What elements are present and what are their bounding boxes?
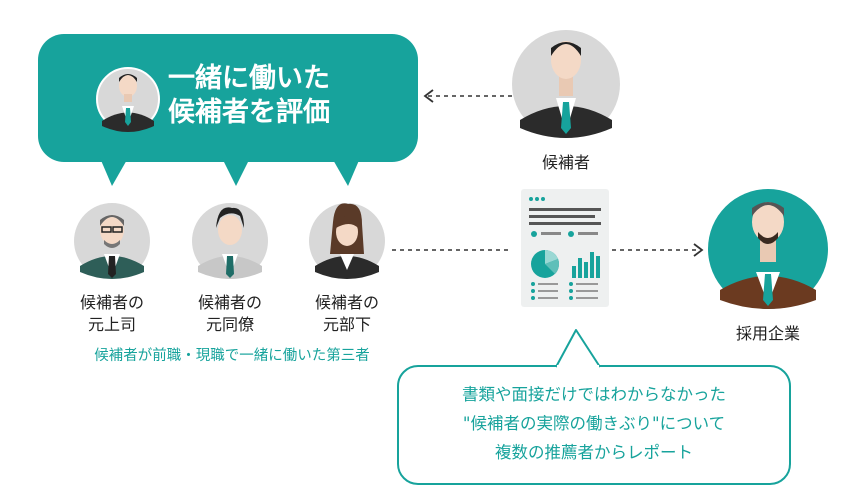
company-avatar — [708, 189, 828, 309]
evaluator-label-line: 元同僚 — [205, 315, 254, 334]
evaluator-label-line: 候補者の — [79, 293, 144, 312]
note-line1: 書類や面接だけではわからなかった — [462, 385, 726, 404]
evaluator-label-line: 候補者の — [314, 293, 379, 312]
evaluator-label-line: 元部下 — [322, 315, 371, 334]
bubble-title-line2: 候補者を評価 — [168, 97, 330, 128]
evaluator-label-line: 元上司 — [87, 315, 136, 334]
colleague-avatar — [192, 203, 268, 279]
report-note-text: 書類や面接だけではわからなかった "候補者の実際の働きぶり"について 複数の推薦… — [398, 380, 790, 480]
note-line3: 複数の推薦者からレポート — [495, 443, 693, 462]
company-label: 採用企業 — [735, 324, 800, 343]
evaluator-label-colleague: 候補者の 元同僚 — [180, 292, 280, 336]
report-note-bubble — [397, 329, 791, 485]
arrow-report-to-company — [612, 243, 704, 257]
subordinate-avatar — [309, 203, 385, 279]
evaluator-label-boss: 候補者の 元上司 — [62, 292, 162, 336]
arrow-candidate-to-bubble — [423, 89, 512, 103]
candidate-label: 候補者 — [541, 153, 590, 172]
evaluator-label-line: 候補者の — [197, 293, 262, 312]
evaluators-caption: 候補者が前職・現職で一緒に働いた第三者 — [94, 348, 370, 364]
bubble-title-line1: 一緒に働いた — [168, 63, 330, 94]
boss-avatar — [74, 203, 150, 279]
bubble-title: 一緒に働いた 候補者を評価 — [168, 62, 330, 130]
candidate-avatar — [512, 30, 620, 138]
report-document-icon — [521, 189, 609, 307]
note-line2: "候補者の実際の働きぶり"について — [462, 414, 726, 433]
bubble-person-avatar — [96, 67, 160, 132]
evaluator-label-subordinate: 候補者の 元部下 — [297, 292, 397, 336]
